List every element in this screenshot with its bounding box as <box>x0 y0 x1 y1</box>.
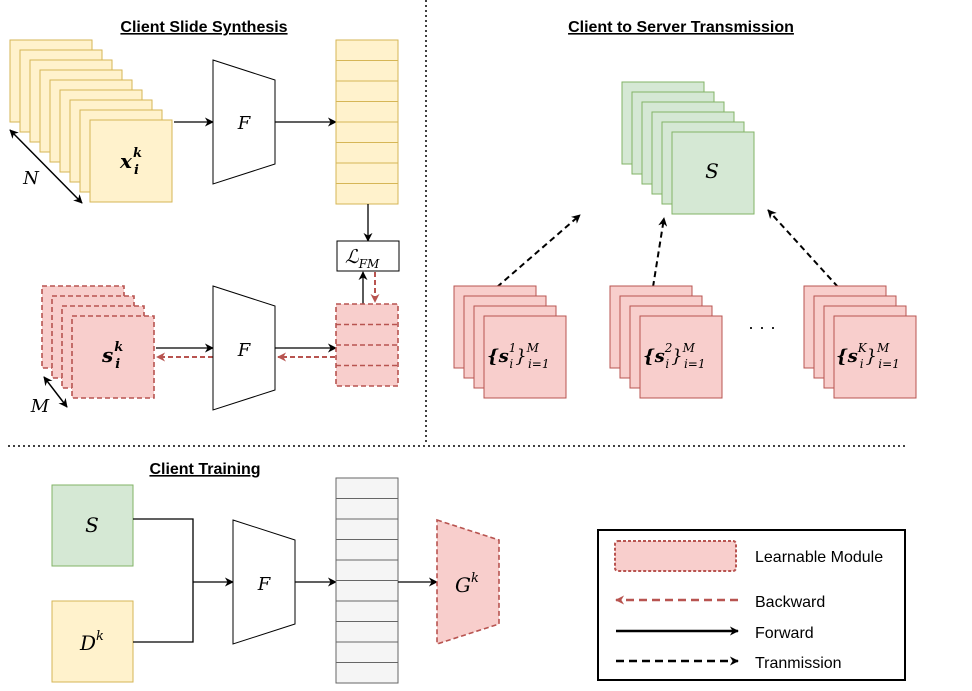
training-feature-vector <box>335 477 399 684</box>
local-data-box: Dk <box>51 600 134 683</box>
server-data-box: S <box>51 484 134 567</box>
synthetic-feature-vector <box>335 303 399 387</box>
legend-transmission-label: Tranmission <box>755 655 842 672</box>
training-title: Client Training <box>149 461 260 478</box>
legend-forward-label: Forward <box>755 625 814 642</box>
count-n-label: N <box>22 168 40 189</box>
feature-extractor-bottom: F <box>212 285 276 411</box>
ellipsis: · · · <box>748 317 776 337</box>
local-data-label: Dk <box>79 629 104 655</box>
feature-extractor-top: F <box>212 59 276 185</box>
connector-local-data <box>133 582 194 643</box>
server-data-label: S <box>85 513 99 537</box>
legend-learnable-module-swatch <box>614 540 737 572</box>
synthesis-title: Client Slide Synthesis <box>120 19 287 36</box>
classifier-head-label: Gk <box>455 571 479 597</box>
feature-matching-loss: ℒFM <box>336 240 400 272</box>
count-m-label: M <box>30 396 50 417</box>
transmission-arrow-client-k <box>767 209 839 288</box>
feature-extractor-top-label: F <box>237 113 252 134</box>
legend-backward-label: Backward <box>755 594 825 611</box>
server-synthetic-stack: S <box>621 81 755 215</box>
transmission-title: Client to Server Transmission <box>568 19 794 36</box>
feature-extractor-training: F <box>232 519 296 645</box>
legend: Learnable Module Backward Forward Tranmi… <box>597 529 906 681</box>
feature-extractor-training-label: F <box>257 574 272 595</box>
transmission-arrow-client-2 <box>652 217 668 288</box>
connector-server-data <box>133 518 194 582</box>
feature-extractor-bottom-label: F <box>237 340 252 361</box>
real-feature-vector <box>335 39 399 205</box>
classifier-head: Gk <box>436 518 500 646</box>
count-m-arrow <box>43 376 68 408</box>
count-n-arrow <box>9 129 83 204</box>
transmission-arrow-client-1 <box>496 214 581 288</box>
server-synthetic-label: S <box>705 159 719 183</box>
legend-learnable-module-label: Learnable Module <box>755 549 883 566</box>
loss-label: ℒFM <box>345 246 380 271</box>
